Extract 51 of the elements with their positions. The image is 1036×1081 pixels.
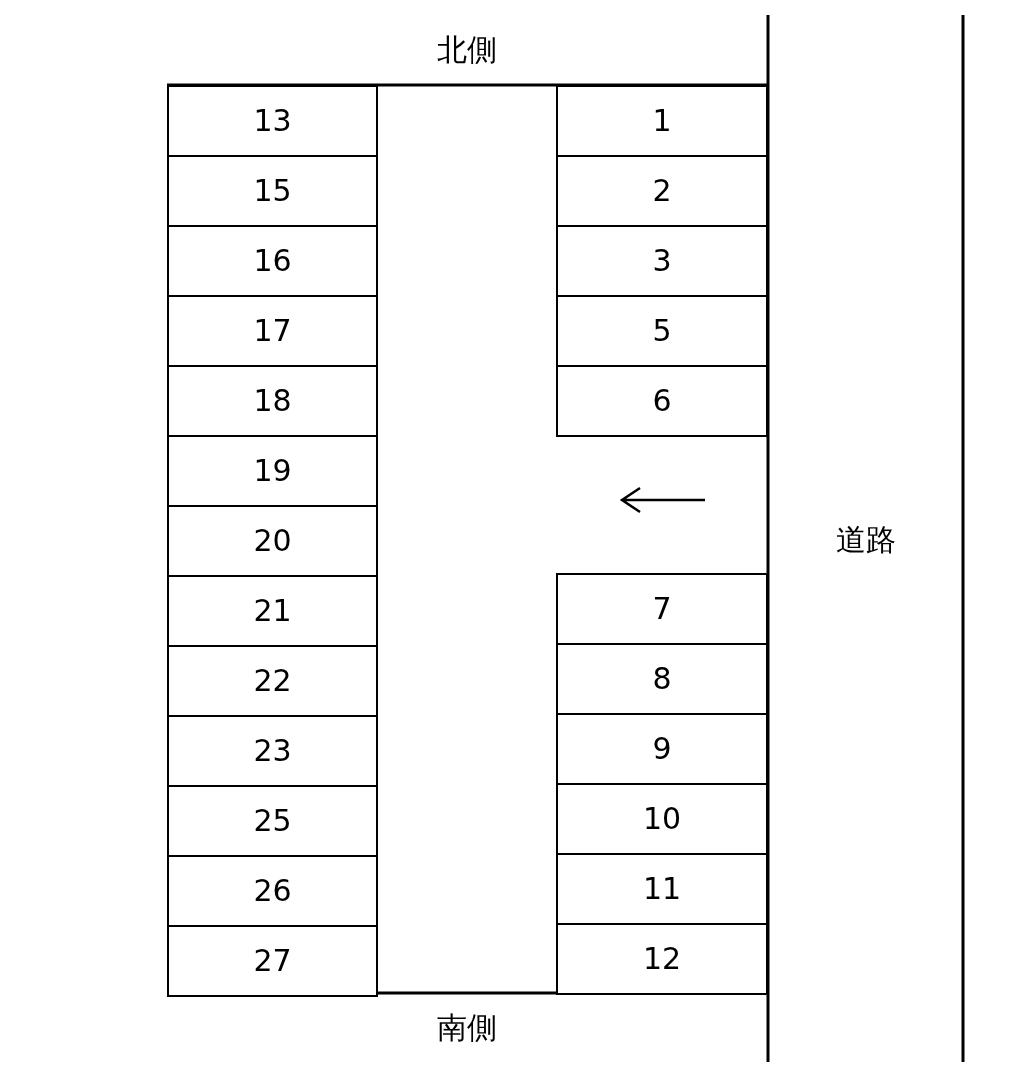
parking-space bbox=[167, 645, 378, 717]
space-number: 2 bbox=[652, 176, 672, 206]
space-number: 6 bbox=[652, 386, 672, 416]
road-label: 道路 bbox=[836, 525, 896, 555]
parking-space bbox=[167, 925, 378, 997]
parking-space bbox=[556, 155, 768, 227]
parking-space bbox=[167, 365, 378, 437]
space-number: 15 bbox=[253, 176, 292, 206]
space-number: 3 bbox=[652, 246, 672, 276]
space-number: 5 bbox=[652, 316, 672, 346]
space-number: 21 bbox=[253, 596, 292, 626]
parking-space bbox=[167, 435, 378, 507]
parking-space bbox=[167, 785, 378, 857]
space-number: 18 bbox=[253, 386, 292, 416]
space-number: 19 bbox=[253, 456, 292, 486]
space-number: 9 bbox=[652, 734, 672, 764]
space-number: 10 bbox=[642, 804, 682, 834]
parking-space bbox=[556, 853, 768, 925]
parking-space bbox=[556, 365, 768, 437]
space-number: 17 bbox=[253, 316, 292, 346]
parking-space bbox=[167, 575, 378, 647]
space-number: 7 bbox=[652, 594, 672, 624]
parking-space bbox=[556, 295, 768, 367]
parking-space bbox=[167, 225, 378, 297]
south-side-label: 南側 bbox=[437, 1013, 497, 1043]
space-number: 12 bbox=[642, 944, 682, 974]
space-number: 13 bbox=[253, 106, 292, 136]
parking-space bbox=[167, 715, 378, 787]
parking-space bbox=[556, 225, 768, 297]
parking-space bbox=[167, 155, 378, 227]
space-number: 23 bbox=[253, 736, 292, 766]
parking-space bbox=[556, 713, 768, 785]
space-number: 26 bbox=[253, 876, 292, 906]
space-number: 11 bbox=[642, 874, 682, 904]
parking-space bbox=[167, 855, 378, 927]
parking-space bbox=[167, 85, 378, 157]
parking-space bbox=[556, 783, 768, 855]
parking-space bbox=[556, 85, 768, 157]
parking-space bbox=[167, 505, 378, 577]
parking-space bbox=[167, 295, 378, 367]
space-number: 25 bbox=[253, 806, 292, 836]
parking-space bbox=[556, 923, 768, 995]
north-side-label: 北側 bbox=[437, 35, 497, 65]
parking-space bbox=[556, 573, 768, 645]
space-number: 1 bbox=[652, 106, 672, 136]
space-number: 22 bbox=[253, 666, 292, 696]
space-number: 8 bbox=[652, 664, 672, 694]
space-number: 27 bbox=[253, 946, 292, 976]
parking-space bbox=[556, 643, 768, 715]
space-number: 20 bbox=[253, 526, 292, 556]
space-number: 16 bbox=[253, 246, 292, 276]
